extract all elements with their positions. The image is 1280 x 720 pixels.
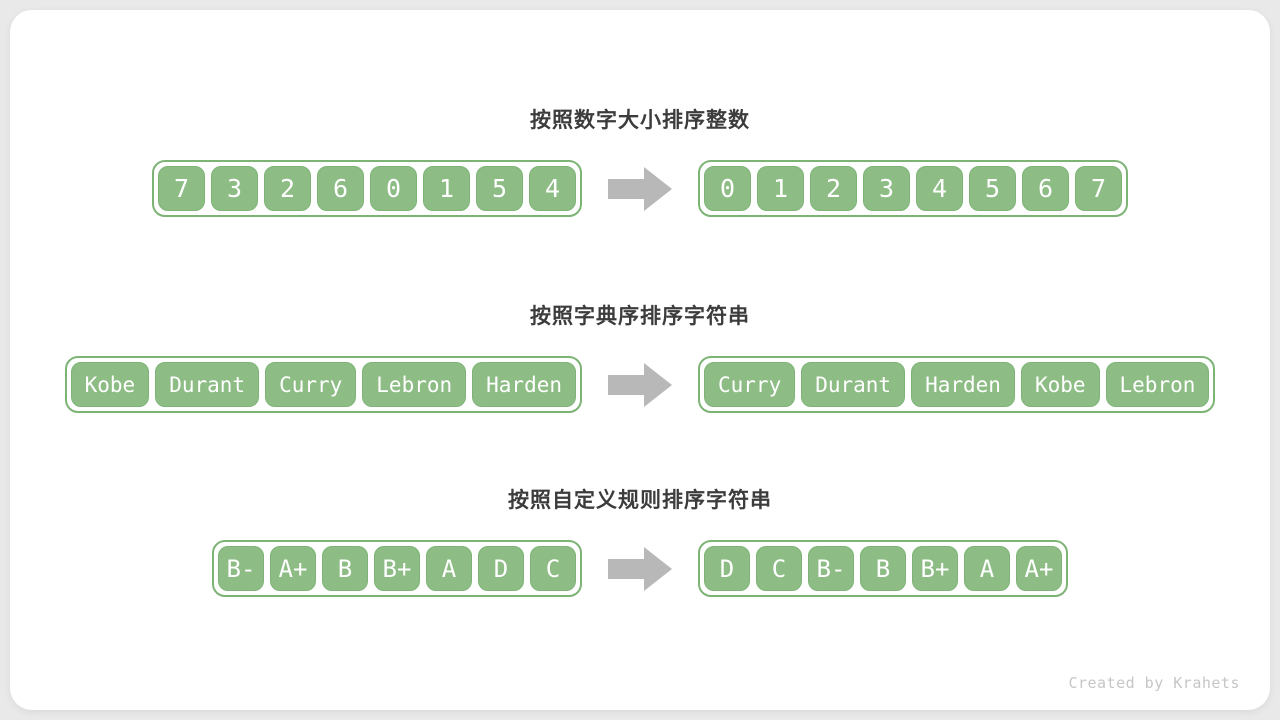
arrow-right-icon bbox=[608, 362, 672, 407]
array-cell: 0 bbox=[704, 166, 751, 211]
section-title: 按照数字大小排序整数 bbox=[530, 109, 750, 132]
array-cell: 5 bbox=[969, 166, 1016, 211]
array-cell: 1 bbox=[423, 166, 470, 211]
array-cell: Durant bbox=[801, 362, 906, 407]
array-cell: B- bbox=[808, 546, 854, 591]
array-cell: 6 bbox=[317, 166, 364, 211]
array-cell: A+ bbox=[270, 546, 316, 591]
array-cell: 3 bbox=[211, 166, 258, 211]
section-title: 按照字典序排序字符串 bbox=[530, 305, 750, 328]
array-cell: Harden bbox=[911, 362, 1015, 407]
array-cell: 2 bbox=[810, 166, 857, 211]
array-cell: 4 bbox=[916, 166, 963, 211]
array-cell: A+ bbox=[1016, 546, 1062, 591]
array-cell: 4 bbox=[529, 166, 576, 211]
array-cell: 0 bbox=[370, 166, 417, 211]
array-cell: C bbox=[530, 546, 576, 591]
array-cell: Durant bbox=[155, 362, 260, 407]
array-cell: Curry bbox=[704, 362, 796, 407]
arrow-right-icon bbox=[608, 546, 672, 591]
arrow-right-icon bbox=[608, 166, 672, 211]
array-cell: 7 bbox=[1075, 166, 1122, 211]
array-cell: Lebron bbox=[362, 362, 467, 407]
array-cell: 3 bbox=[863, 166, 910, 211]
array-cell: B+ bbox=[374, 546, 420, 591]
array-cell: Lebron bbox=[1105, 362, 1210, 407]
array-cell: 7 bbox=[158, 166, 205, 211]
array-cell: B bbox=[860, 546, 906, 591]
section-title: 按照自定义规则排序字符串 bbox=[508, 489, 772, 512]
array-cell: 2 bbox=[264, 166, 311, 211]
array-cell: 5 bbox=[476, 166, 523, 211]
array-cell: D bbox=[704, 546, 750, 591]
array-cell: D bbox=[478, 546, 524, 591]
array-cell: 1 bbox=[757, 166, 804, 211]
array-cell: A bbox=[426, 546, 472, 591]
array-cell: B- bbox=[218, 546, 264, 591]
array-cell: B bbox=[322, 546, 368, 591]
array-cell: Kobe bbox=[1020, 362, 1100, 407]
array-cell: Curry bbox=[265, 362, 357, 407]
array-cell: C bbox=[756, 546, 802, 591]
array-cell: A bbox=[964, 546, 1010, 591]
array-cell: Harden bbox=[472, 362, 576, 407]
array-cell: B+ bbox=[912, 546, 958, 591]
array-cell: 6 bbox=[1022, 166, 1069, 211]
credit-text: Created by Krahets bbox=[1068, 674, 1240, 692]
array-cell: Kobe bbox=[70, 362, 150, 407]
